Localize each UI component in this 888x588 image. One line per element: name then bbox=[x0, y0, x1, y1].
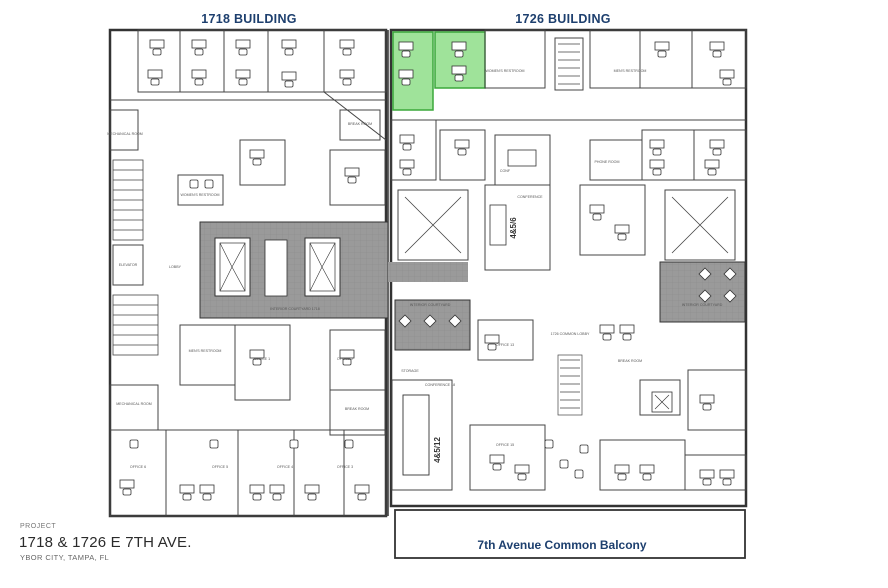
lobby-label: LOBBY bbox=[169, 265, 182, 269]
office-5-label: OFFICE 5 bbox=[212, 465, 228, 469]
office-4-label: OFFICE 4 bbox=[277, 465, 293, 469]
rooms-1726-middle bbox=[391, 184, 747, 491]
balcony-label: 7th Avenue Common Balcony bbox=[477, 538, 646, 552]
break-room-3-label: BREAK ROOM bbox=[618, 359, 642, 363]
interior-courtyard-band bbox=[199, 221, 746, 351]
phone-room-label: PHONE ROOM bbox=[595, 160, 620, 164]
mens-restroom-1726-label: MEN'S RESTROOM bbox=[614, 69, 647, 73]
courtyard-1718-label: INTERIOR COURTYARD 1718 bbox=[270, 307, 320, 311]
storage-label: STORAGE bbox=[401, 369, 419, 373]
seat-count-label-2: 4&5/12 bbox=[433, 437, 442, 463]
project-label: PROJECT bbox=[20, 523, 57, 530]
mechanical-room-label: MECHANICAL ROOM bbox=[107, 132, 143, 136]
conference-2-label: CONFERENCE 18 bbox=[425, 383, 455, 387]
building-title-1726: 1726 BUILDING bbox=[515, 12, 611, 26]
mens-restroom-label: MEN'S RESTROOM bbox=[189, 349, 222, 353]
office-6-label: OFFICE 6 bbox=[130, 465, 146, 469]
womens-restroom-1726-label: WOMEN'S RESTROOM bbox=[485, 69, 524, 73]
mechanical-room-2-label: MECHANICAL ROOM bbox=[116, 402, 152, 406]
office-13-label: OFFICE 13 bbox=[496, 343, 514, 347]
rooms-1726-top bbox=[390, 29, 747, 186]
furniture-1718-lower bbox=[119, 349, 370, 501]
stairs-1726 bbox=[557, 43, 583, 416]
break-room-2-label: BREAK ROOM bbox=[345, 407, 369, 411]
office-2-label: OFFICE 2 bbox=[337, 357, 353, 361]
break-room-label: BREAK ROOM bbox=[348, 122, 372, 126]
project-city: YBOR CITY, TAMPA, FL bbox=[20, 553, 110, 562]
office-1-label: OFFICE 1 bbox=[254, 357, 270, 361]
seat-count-label-1: 4&5/6 bbox=[509, 217, 518, 239]
courtyard-1726-b-label: INTERIOR COURTYARD bbox=[682, 303, 723, 307]
conf-label: CONF bbox=[500, 169, 511, 173]
courtyard-1726-a-label: INTERIOR COURTYARD bbox=[410, 303, 451, 307]
project-address: 1718 & 1726 E 7TH AVE. bbox=[19, 534, 192, 551]
rooms-1718-lower bbox=[109, 324, 387, 517]
office-15-label: OFFICE 15 bbox=[496, 443, 514, 447]
furniture-1726-top bbox=[399, 41, 735, 176]
building-title-1718: 1718 BUILDING bbox=[201, 12, 297, 26]
offices-1718-top bbox=[109, 29, 387, 206]
conference-label: CONFERENCE bbox=[517, 195, 543, 199]
common-lobby-label: 1726 COMMON LOBBY bbox=[551, 332, 590, 336]
elevator-label: ELEVATOR bbox=[119, 263, 138, 267]
highlighted-suites bbox=[392, 31, 486, 111]
common-balcony bbox=[394, 509, 746, 559]
womens-restroom-label: WOMEN'S RESTROOM bbox=[180, 193, 219, 197]
stairs-1718 bbox=[112, 159, 159, 356]
office-3-label: OFFICE 3 bbox=[337, 465, 353, 469]
furniture-1726-lower bbox=[484, 204, 735, 486]
